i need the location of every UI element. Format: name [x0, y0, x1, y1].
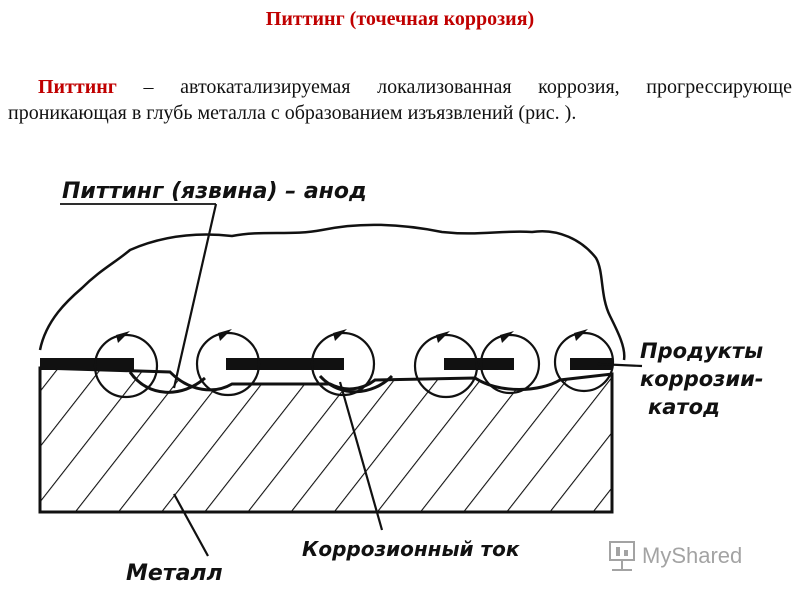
current-arrow — [218, 329, 232, 341]
cathode-plate — [444, 358, 514, 370]
definition-text: – автокатализируемая локализованная корр… — [8, 76, 792, 124]
cathode-plate — [40, 358, 134, 370]
current-arrow — [116, 331, 130, 343]
label-products-line2: коррозии- — [640, 367, 764, 391]
corrosion-products-cloud — [38, 223, 626, 361]
leader-line-products — [597, 362, 643, 368]
label-pitting-anode: Питтинг (язвина) – анод — [62, 179, 367, 204]
leader-line-pitting — [172, 203, 218, 389]
cathode-plate — [570, 358, 612, 370]
watermark: MyShared — [609, 541, 742, 571]
current-arrow — [500, 331, 514, 343]
current-arrow — [574, 329, 588, 341]
label-products-line3: катод — [648, 395, 720, 419]
page-title: Питтинг (точечная коррозия) — [265, 8, 535, 30]
definition-term: Питтинг — [38, 76, 117, 98]
leader-line-metal — [173, 493, 209, 557]
watermark-text: MyShared — [642, 543, 742, 568]
label-metal: Металл — [126, 561, 223, 586]
current-arrow — [436, 331, 450, 343]
pit-dent — [128, 371, 206, 394]
cathode-plate — [226, 358, 344, 370]
definition-paragraph: Питтинг – автокатализируемая локализован… — [8, 74, 792, 126]
slides-icon — [609, 541, 635, 571]
leader-line-current — [338, 381, 384, 531]
current-arrow — [333, 329, 347, 341]
label-corrosion-current: Коррозионный ток — [302, 537, 520, 561]
label-products-line1: Продукты — [640, 339, 763, 363]
